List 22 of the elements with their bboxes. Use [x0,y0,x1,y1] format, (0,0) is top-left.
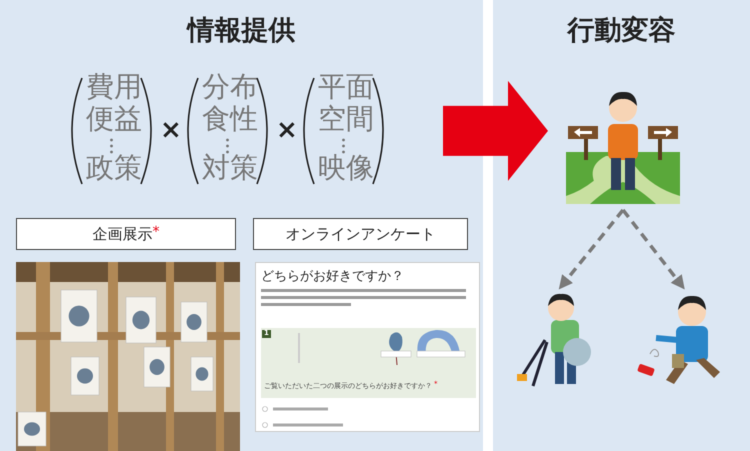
multiply-sign: × [160,116,182,145]
survey-screenshot [255,262,480,432]
arrow [443,80,548,181]
multiply-sign: × [276,116,298,145]
panel-heading: 情報提供 [185,14,296,48]
formula-term: 食性 [202,104,258,135]
survey-title: どちらがお好きですか？ [261,268,404,285]
formula-term: 費用 [86,72,142,103]
formula-term: 便益 [86,104,142,135]
formula-term: 平面 [318,72,374,103]
formula-term: 映像 [318,153,374,184]
arrow [622,208,685,290]
panel [0,0,483,451]
formula-term: 対策 [202,153,258,184]
arrow [558,208,624,290]
panel [493,0,750,451]
formula-term: 政策 [86,153,142,184]
label-box: 企画展示* [16,218,236,250]
panel-heading: 行動変容 [566,14,676,48]
formula-term: 分布 [202,72,258,103]
formula-term: 空間 [318,104,374,135]
label-box: オンラインアンケート [253,218,468,250]
